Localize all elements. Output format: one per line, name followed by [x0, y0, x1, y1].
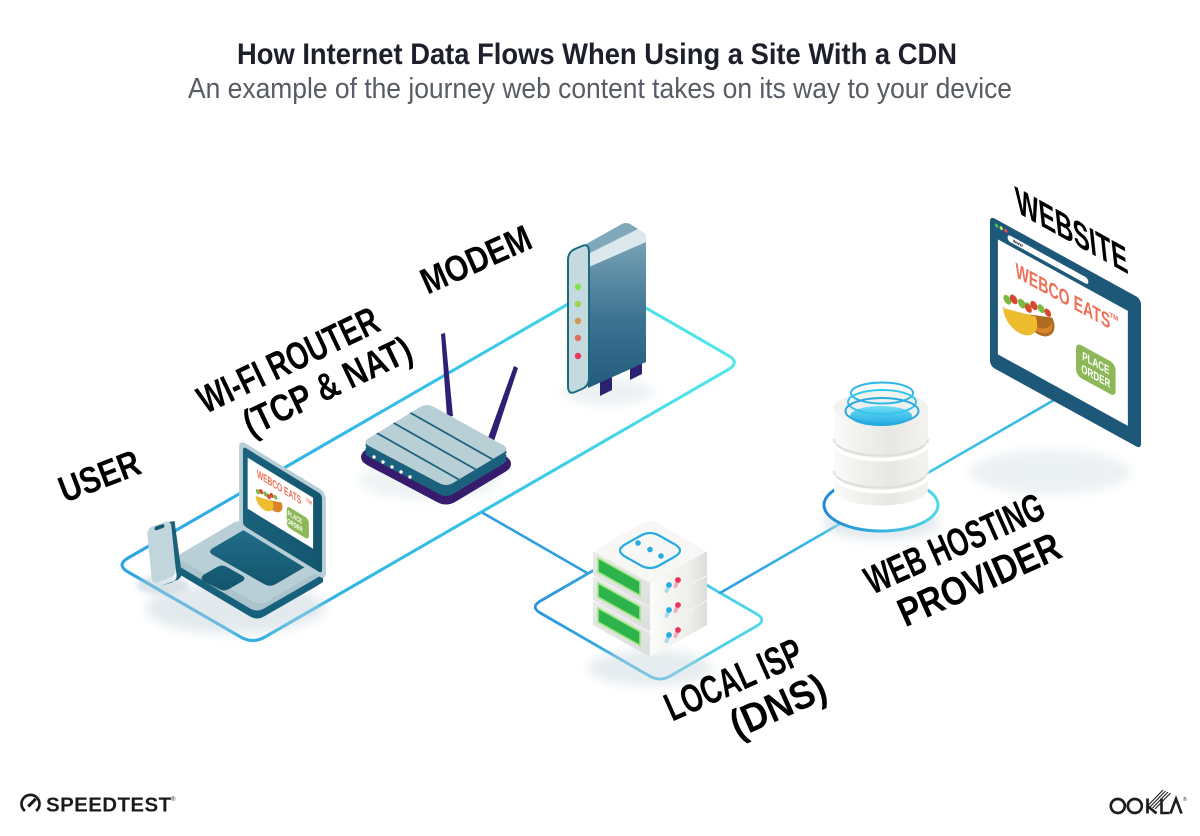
- svg-text:WWW: WWW: [1013, 238, 1023, 249]
- svg-text:How Internet Data Flows When U: How Internet Data Flows When Using a Sit…: [237, 38, 957, 71]
- svg-text:TM: TM: [306, 497, 312, 507]
- svg-text:®: ®: [171, 796, 176, 803]
- svg-text:USER: USER: [53, 442, 146, 510]
- svg-text:®: ®: [1183, 796, 1187, 803]
- svg-text:MODEM: MODEM: [414, 217, 538, 302]
- svg-text:SPEEDTEST: SPEEDTEST: [46, 794, 172, 817]
- svg-text:An example of the journey web: An example of the journey web content ta…: [188, 73, 1012, 105]
- svg-text:TM: TM: [1109, 312, 1118, 324]
